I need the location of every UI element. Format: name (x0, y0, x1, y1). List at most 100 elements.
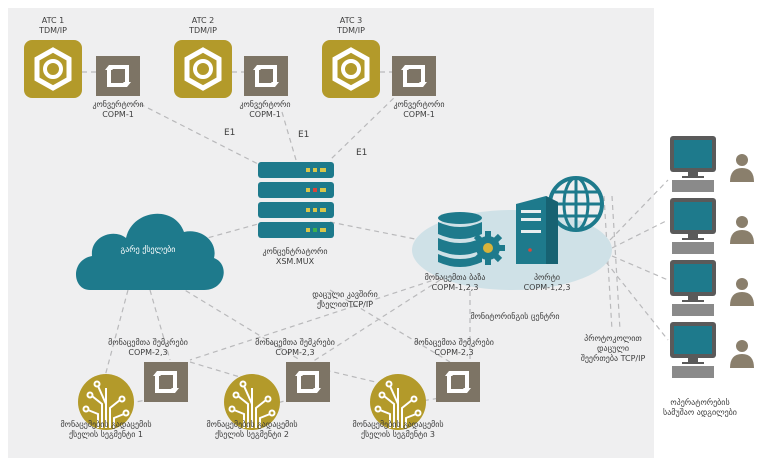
e1-label: E1 (224, 128, 236, 138)
network-segment-2[interactable] (224, 374, 280, 430)
segment-line: ქსელის სეგმენტი 2 (214, 430, 290, 439)
workstation[interactable] (668, 198, 758, 262)
atc-name: ATC 2 (191, 16, 215, 25)
workstations-label: ოპერატორების სამუშაო ადგილები (663, 398, 737, 418)
label-line: სამუშაო ადგილები (663, 408, 737, 417)
collector-model: COPM-2,3 (128, 348, 168, 357)
atc-2[interactable] (174, 40, 232, 98)
database-gear-icon (438, 212, 505, 267)
external-networks-cloud[interactable] (70, 198, 226, 296)
mux-name: კონცენტრატორი (262, 247, 328, 256)
converter-cycle-icon (401, 65, 427, 87)
segment-line: მონაცემების გადაცემის (206, 420, 298, 429)
converter-cycle-icon (295, 371, 321, 393)
label-line: დაცული (596, 344, 629, 353)
converter-cycle-icon (105, 65, 131, 87)
segment-line: მონაცემების გადაცემის (60, 420, 152, 429)
link-bundle-a (603, 195, 613, 331)
hex-nut-icon (184, 47, 222, 91)
database-label: მონაცემთა ბაზა COPM-1,2,3 (425, 273, 486, 293)
collector-name: მონაცემთა შემკრები (108, 338, 188, 347)
monitoring-center-label: მონიტორინგის ცენტრი (470, 312, 560, 321)
network-segment-3[interactable] (370, 374, 426, 430)
label-line: შეერთება TCP/IP (580, 354, 646, 363)
cloud-label: გარე ქსელები (120, 245, 176, 254)
converter-2-label: კონვერტორი COPM-1 (239, 100, 290, 120)
protocol-link-label: პროტოკოლით დაცული შეერთება TCP/IP (581, 334, 646, 364)
e1-label: E1 (298, 130, 310, 140)
network-segment-3-label: მონაცემების გადაცემის ქსელის სეგმენტი 3 (352, 420, 443, 440)
collector-model: COPM-2,3 (434, 348, 474, 357)
network-segment-2-label: მონაცემების გადაცემის ქსელის სეგმენტი 2 (206, 420, 297, 440)
converter-name: კონვერტორი (239, 100, 291, 109)
mux-label: კონცენტრატორი XSM.MUX (262, 247, 327, 267)
link-portal-ws1 (609, 179, 669, 241)
link-coll1-seg2 (189, 361, 251, 381)
user-icon (730, 340, 754, 368)
portal-model: COPM-1,2,3 (523, 283, 571, 292)
desktop-computer-icon (670, 136, 754, 192)
database[interactable] (436, 212, 508, 274)
converter-model: COPM-1 (249, 110, 281, 119)
cloud-icon (76, 213, 224, 290)
link-portal-ws2 (611, 219, 669, 249)
collector-2-label: მონაცემთა შემკრები COPM-2,3 (255, 338, 335, 358)
converter-model: COPM-1 (403, 110, 435, 119)
atc-2-label: ATC 2 TDM/IP (189, 16, 217, 36)
collector-1[interactable] (144, 362, 188, 402)
desktop-computer-icon (670, 260, 754, 316)
collector-model: COPM-2,3 (275, 348, 315, 357)
atc-1[interactable] (24, 40, 82, 98)
workstation[interactable] (668, 322, 758, 386)
database-model: COPM-1,2,3 (431, 283, 479, 292)
desktop-computer-icon (670, 198, 754, 254)
dedicated-channel-label: დაცული კავშირი ქსელითTCP/IP (312, 290, 378, 310)
server-rack-icon (258, 162, 334, 238)
converter-cycle-icon (445, 371, 471, 393)
e1-label: E1 (356, 148, 368, 158)
collector-name: მონაცემთა შემკრები (255, 338, 335, 347)
collector-1-label: მონაცემთა შემკრები COPM-2,3 (108, 338, 188, 358)
atc-3[interactable] (322, 40, 380, 98)
segment-line: ქსელის სეგმენტი 3 (360, 430, 436, 439)
hex-nut-icon (332, 47, 370, 91)
server-globe-icon (516, 176, 604, 264)
circuit-tree-icon (82, 380, 130, 428)
hex-nut-icon (34, 47, 72, 91)
converter-3[interactable] (392, 56, 436, 96)
portal-server[interactable] (512, 176, 612, 270)
workstation[interactable] (668, 136, 758, 200)
atc-3-label: ATC 3 TDM/IP (337, 16, 365, 36)
link-cloud-coll1 (149, 289, 171, 361)
link-cloud-coll2 (177, 285, 301, 361)
link-db-coll2 (311, 279, 441, 363)
converter-cycle-icon (253, 65, 279, 87)
converter-cycle-icon (153, 371, 179, 393)
network-segment-1[interactable] (78, 374, 134, 430)
link-portal-ws3 (611, 255, 669, 281)
link-conv3-mux (329, 91, 401, 161)
portal-name: პორტი (533, 273, 561, 282)
atc-protocol: TDM/IP (189, 26, 217, 35)
circuit-tree-icon (374, 380, 422, 428)
segment-line: მონაცემების გადაცემის (352, 420, 444, 429)
link-cloud-mux (199, 223, 259, 241)
converter-2[interactable] (244, 56, 288, 96)
converter-name: კონვერტორი (393, 100, 445, 109)
mux-model: XSM.MUX (275, 257, 315, 266)
user-icon (730, 216, 754, 244)
link-conv1-mux (139, 103, 263, 167)
converter-1[interactable] (96, 56, 140, 96)
mux-server[interactable] (258, 162, 334, 242)
link-portal-ws4 (605, 261, 669, 341)
collector-3[interactable] (436, 362, 480, 402)
link-mux-db (329, 221, 421, 241)
collector-2[interactable] (286, 362, 330, 402)
workstation[interactable] (668, 260, 758, 324)
atc-protocol: TDM/IP (39, 26, 67, 35)
converter-3-label: კონვერტორი COPM-1 (393, 100, 444, 120)
label-line: პროტოკოლით (584, 334, 642, 343)
converter-name: კონვერტორი (92, 100, 144, 109)
user-icon (730, 154, 754, 182)
link-bundle-b (611, 195, 621, 331)
